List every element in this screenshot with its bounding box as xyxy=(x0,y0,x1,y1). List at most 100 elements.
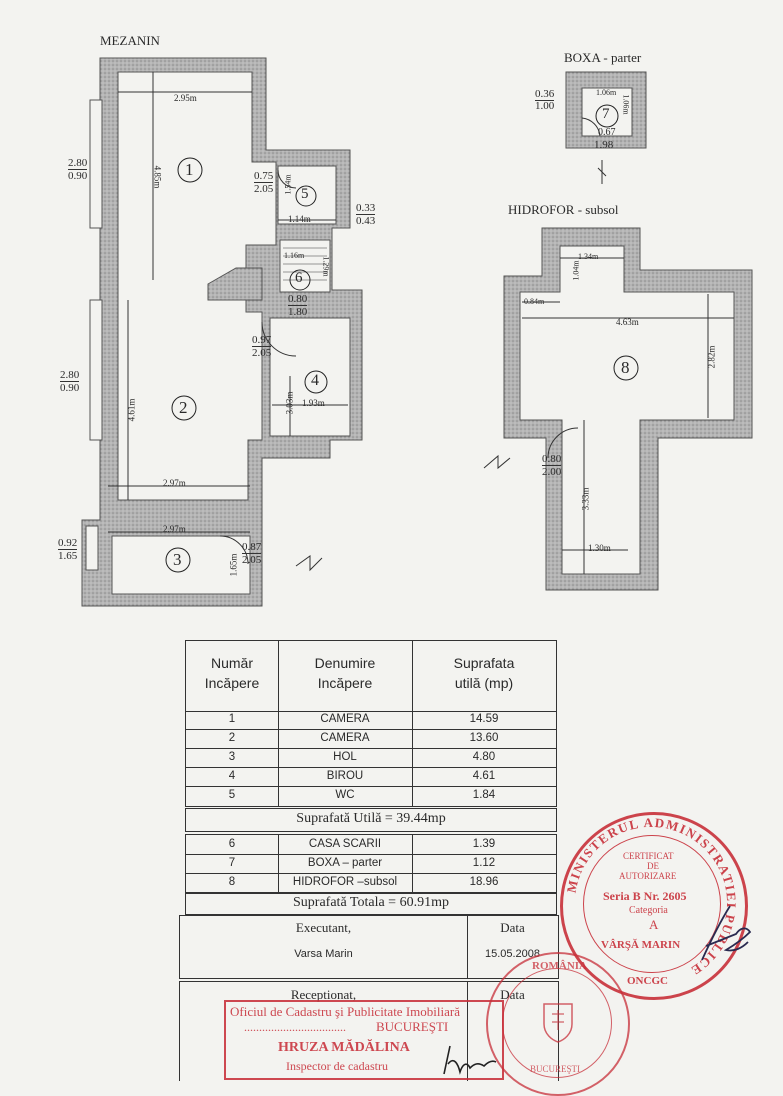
hidrofor-door-arc xyxy=(547,427,579,459)
inspector-signature xyxy=(443,1045,497,1075)
dim-463-label: 4.63m xyxy=(616,317,639,327)
row7-area: 1.12 xyxy=(472,857,496,869)
room-1-number: 1 xyxy=(185,160,194,179)
total-utila: Suprafată Utilă = 39.44mp xyxy=(296,811,446,826)
area-table-2: 6 CASA SCARII 1.39 7 BOXA – parter 1.12 … xyxy=(185,834,557,893)
dim-084-label: 0.84m xyxy=(524,297,545,306)
boxa-plan xyxy=(565,71,647,184)
room-4-number: 4 xyxy=(311,372,319,389)
header-denumire-line2: Incăpere xyxy=(317,675,373,691)
room-circles xyxy=(165,104,639,573)
door-8-width: 0.80 xyxy=(542,453,562,466)
row4-area: 4.61 xyxy=(472,770,496,782)
row8-nr: 8 xyxy=(228,876,236,888)
cert-line1: CERTIFICAT xyxy=(623,851,674,861)
window-left-mid xyxy=(89,299,103,441)
dim-297b-label: 2.97m xyxy=(163,524,186,534)
cert-line6: A xyxy=(649,917,659,932)
romania-ring-bottom: BUCUREŞTI xyxy=(530,1064,581,1074)
dim-129-label: 1.29m xyxy=(321,256,331,277)
row8-area: 18.96 xyxy=(469,876,499,888)
cert-line8: ONCGC xyxy=(627,975,668,987)
window-bot-height: 1.65 xyxy=(58,550,78,562)
window-5-height: 0.43 xyxy=(356,215,376,227)
cert-line7: VÂRŞĂ MARIN xyxy=(601,939,681,951)
room-6-circle xyxy=(289,269,311,291)
door-6-width: 0.80 xyxy=(288,293,308,306)
room-7-circle xyxy=(595,104,619,128)
row7-nr: 7 xyxy=(228,857,236,869)
row1-area: 14.59 xyxy=(469,713,499,725)
row4-name: BIROU xyxy=(326,770,364,782)
dim-461-label: 4.61m xyxy=(126,398,137,422)
door-6-height: 1.80 xyxy=(288,306,308,318)
cert-line5: Categoria xyxy=(629,905,668,916)
chimney xyxy=(207,267,263,301)
dim-485-label: 4.85m xyxy=(152,165,163,189)
door-arc-5 xyxy=(277,169,297,189)
row2-name: CAMERA xyxy=(320,732,370,744)
romania-stamp: ROMÂNIA BUCUREŞTI xyxy=(486,952,630,1096)
door-2-height: 2.05 xyxy=(252,347,272,359)
window-left-bot xyxy=(85,525,99,571)
certificate-signature xyxy=(701,905,752,961)
dim-333-label: 3.33m xyxy=(580,487,591,511)
ocpi-dots: .................................. xyxy=(244,1020,346,1034)
executant-box: Executant, Data Varsa Marin 15.05.2008 xyxy=(179,915,559,979)
door-5-width: 0.75 xyxy=(254,170,274,183)
total-box: Suprafată Totala = 60.91mp xyxy=(185,893,557,915)
ocpi-line1: Oficiul de Cadastru şi Publicitate Imobi… xyxy=(230,1004,460,1019)
executant-data-label: Data xyxy=(500,920,525,935)
row7-name: BOXA – parter xyxy=(307,857,383,869)
dim-106b-label: 1.06m xyxy=(621,94,631,115)
stair-lines xyxy=(283,247,327,281)
window-top-width: 2.80 xyxy=(68,157,88,170)
row1-nr: 1 xyxy=(228,713,236,725)
ocpi-role: Inspector de cadastru xyxy=(286,1059,388,1073)
room-6-floor xyxy=(279,239,331,293)
row5-area: 1.84 xyxy=(472,789,496,801)
boxa-opening-height: 1.00 xyxy=(535,100,555,112)
dim-104-label: 1.04m xyxy=(571,260,581,281)
dim-106a-label: 1.06m xyxy=(596,88,617,97)
boxa-title: BOXA - parter xyxy=(564,50,642,65)
boxa-opening-width: 0.36 xyxy=(535,88,555,101)
mezanin-title: MEZANIN xyxy=(100,33,160,48)
mezanin-plan xyxy=(81,57,363,607)
hidrofor-walls xyxy=(503,227,753,591)
ocpi-name: HRUZA MĂDĂLINA xyxy=(278,1040,410,1055)
row8-name: HIDROFOR –subsol xyxy=(292,876,398,888)
boxa-door-arc xyxy=(581,117,601,137)
room-5-floor xyxy=(277,165,337,225)
door-5-height: 2.05 xyxy=(254,183,274,195)
total-utila-box: Suprafată Utilă = 39.44mp xyxy=(185,808,557,832)
row2-area: 13.60 xyxy=(469,732,499,744)
row6-nr: 6 xyxy=(228,838,236,850)
header-denumire-line1: Denumire xyxy=(314,655,376,671)
dim-193-label: 1.93m xyxy=(302,398,325,408)
room-3-circle xyxy=(165,547,191,573)
room-4-circle xyxy=(304,370,328,394)
row3-name: HOL xyxy=(333,751,357,763)
boxa-opening-height-2: 1.98 xyxy=(594,139,614,151)
row2-nr: 2 xyxy=(228,732,236,744)
dim-130-label: 1.30m xyxy=(588,543,611,553)
dim-297a-label: 2.97m xyxy=(163,478,186,488)
north-arrow-hidrofor xyxy=(483,454,511,470)
boxa-floor xyxy=(581,87,633,137)
executant-name: Varsa Marin xyxy=(294,948,353,960)
row1-name: CAMERA xyxy=(320,713,370,725)
room-8-number: 8 xyxy=(621,358,630,377)
room-2-circle xyxy=(171,395,197,421)
dim-282-label: 2.82m xyxy=(706,345,717,369)
cert-line4: Seria B Nr. 2605 xyxy=(603,889,687,903)
north-arrow-boxa xyxy=(597,160,607,184)
receptionat-label: Receptionat, xyxy=(290,987,357,1002)
row3-area: 4.80 xyxy=(472,751,496,763)
header-suprafata-line1: Suprafata xyxy=(453,655,515,671)
dim-165-label: 1.65m xyxy=(228,553,239,577)
north-arrow-mezanin xyxy=(295,555,323,572)
executant-date: 15.05.2008 xyxy=(484,948,541,960)
window-mid-width: 2.80 xyxy=(60,369,80,382)
room-7-number: 7 xyxy=(602,106,610,122)
